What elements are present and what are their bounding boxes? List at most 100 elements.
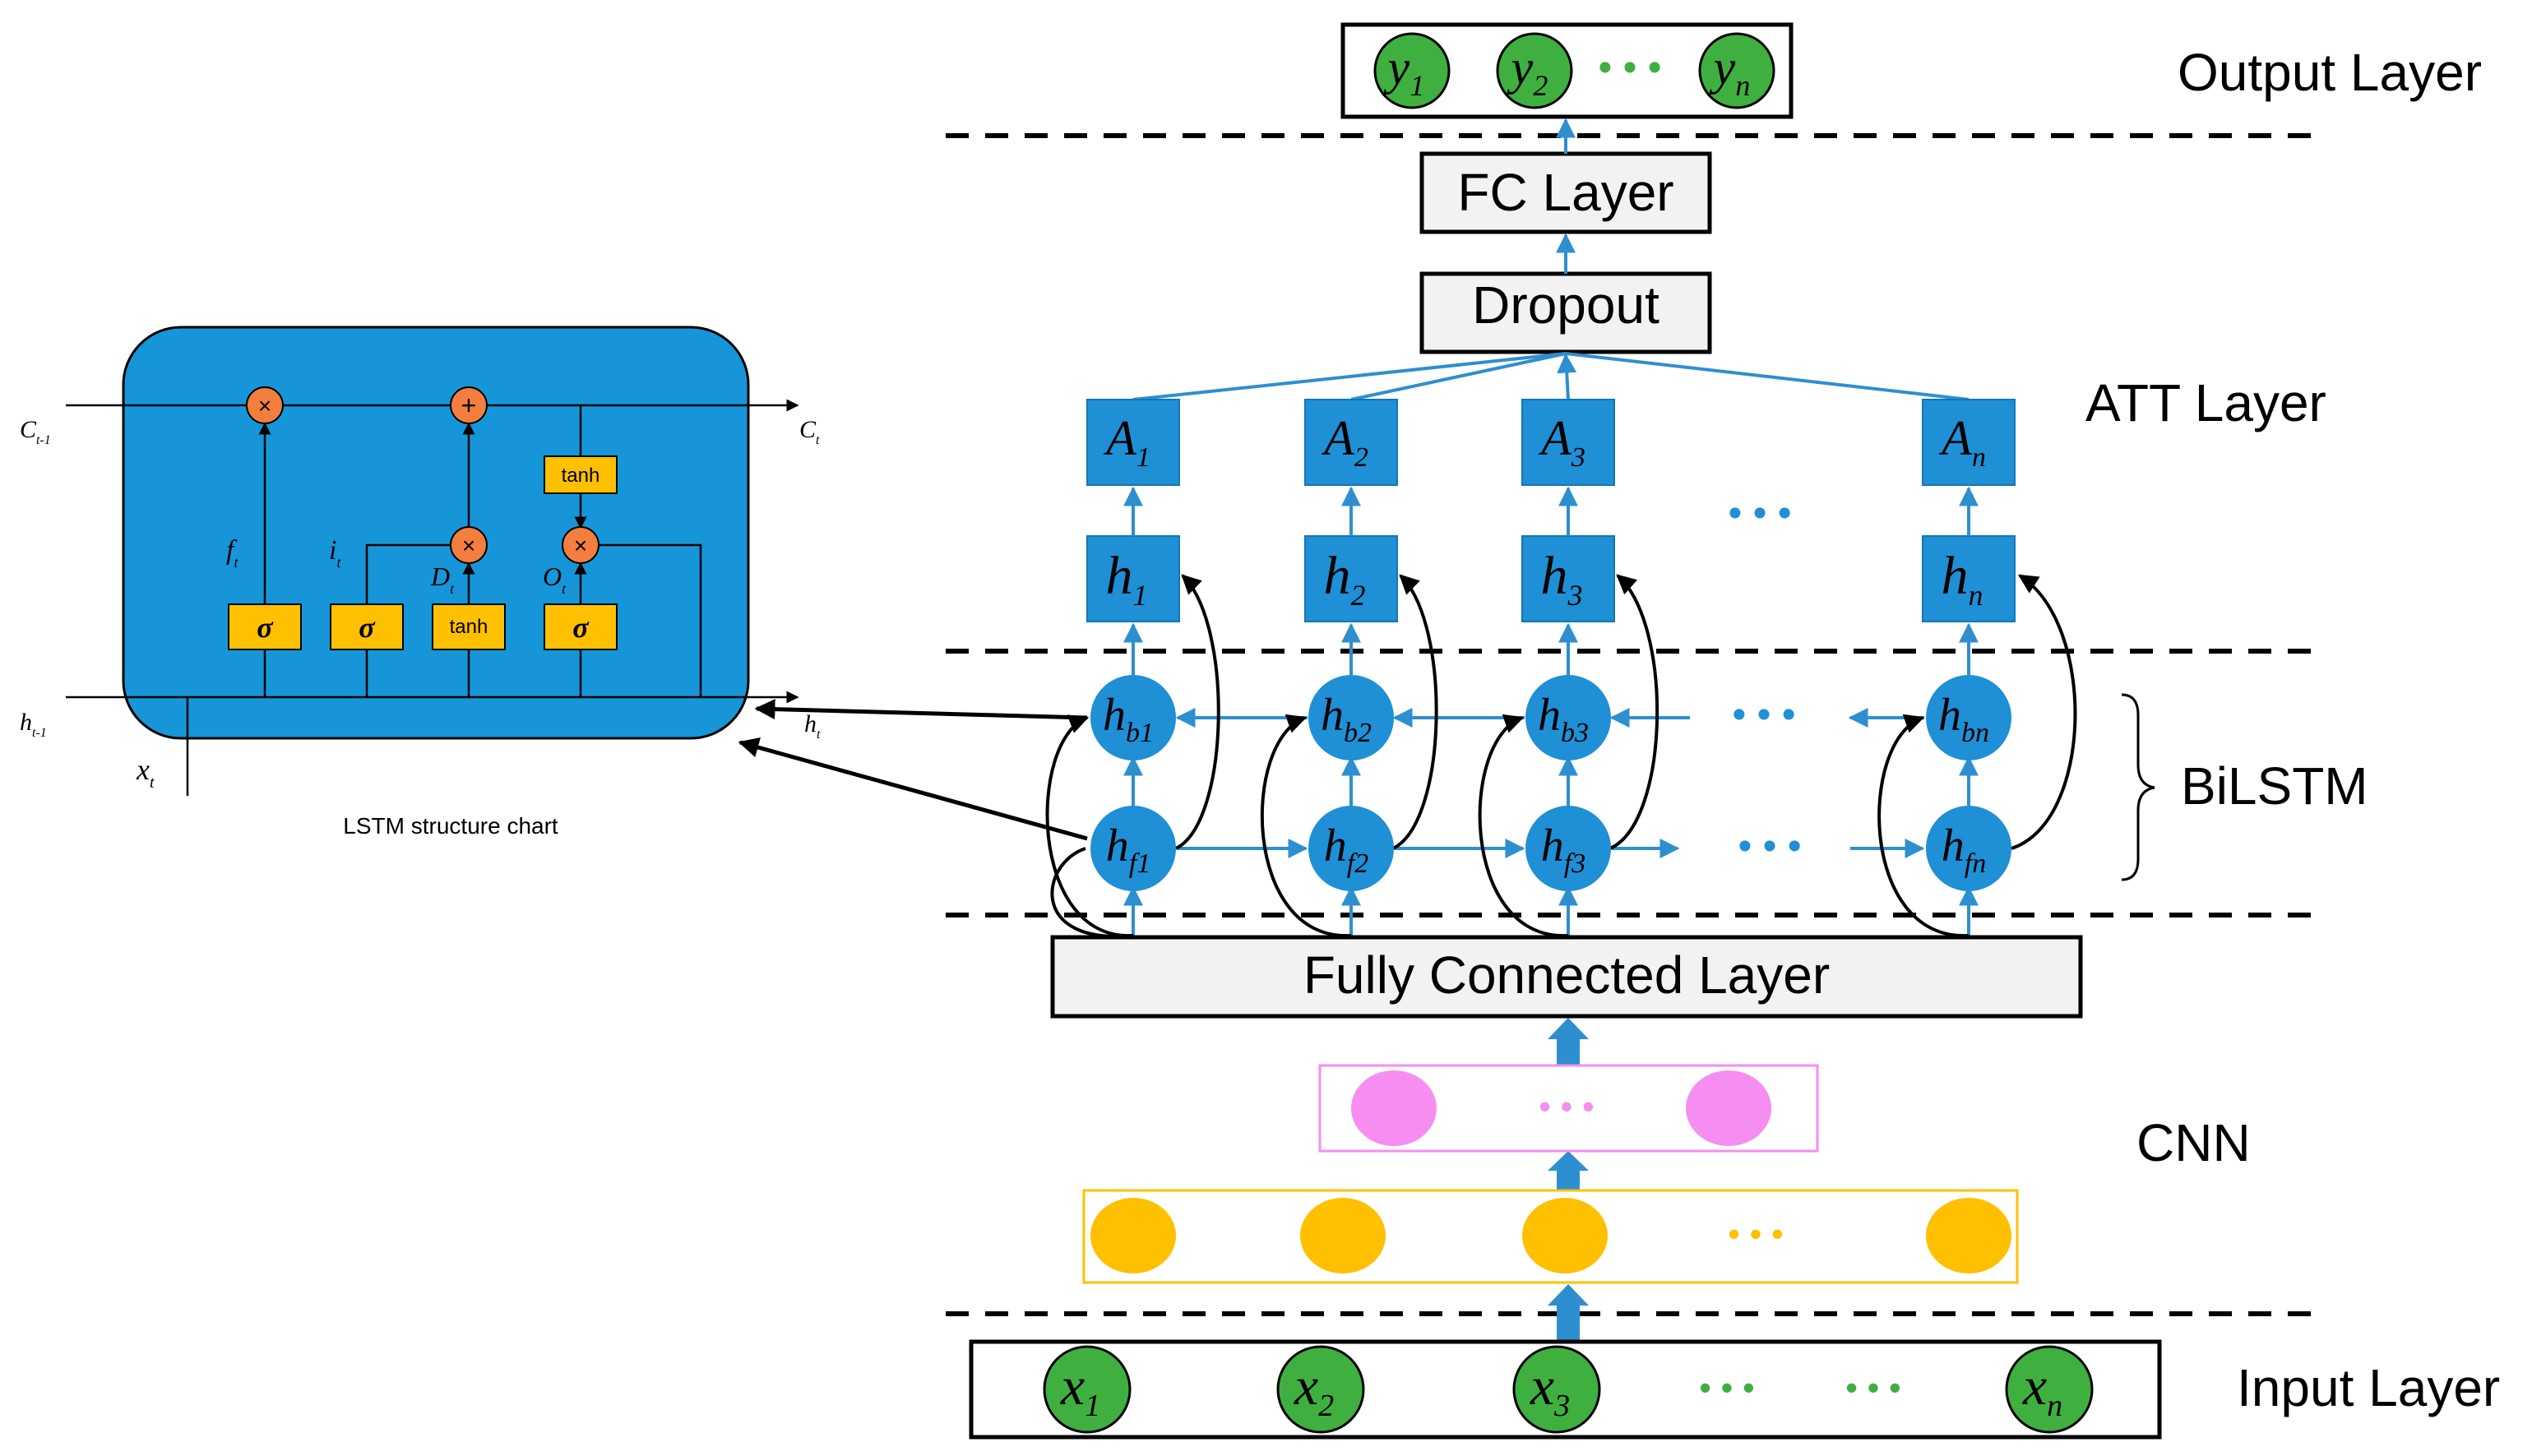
svg-text:σ: σ <box>257 611 274 644</box>
candidate-tanh-box: tanh <box>432 603 506 650</box>
cnn-orange-ellipsis: • • • <box>1728 1214 1783 1253</box>
forward-node-3: hf3 <box>1525 806 1611 891</box>
output-multiply-op: × <box>562 526 599 564</box>
svg-text:σ: σ <box>359 611 376 644</box>
bilstm-brace <box>2121 693 2155 881</box>
svg-text:y1: y1 <box>1383 40 1425 102</box>
input-node-n: xn <box>2005 1345 2094 1434</box>
svg-text:hf1: hf1 <box>1106 820 1150 879</box>
output-node-1: y1 <box>1373 32 1451 109</box>
lstm-label-d: Dt <box>430 562 455 597</box>
svg-text:yn: yn <box>1709 40 1751 102</box>
input-multiply-op: × <box>450 526 488 564</box>
svg-text:×: × <box>258 393 271 418</box>
svg-text:tanh: tanh <box>450 616 488 638</box>
output-node-n: yn <box>1698 32 1775 109</box>
svg-text:xn: xn <box>2022 1357 2062 1423</box>
hidden-node-3: h3 <box>1521 535 1615 622</box>
input-node-3: x3 <box>1512 1345 1601 1434</box>
svg-text:hfn: hfn <box>1942 820 1986 879</box>
svg-text:h1: h1 <box>1106 546 1148 612</box>
vertical-flow-arrows <box>1123 486 1979 936</box>
svg-text:FC Layer: FC Layer <box>1457 163 1673 222</box>
lstm-label-x: xt <box>136 753 155 792</box>
svg-text:hb3: hb3 <box>1538 690 1589 748</box>
svg-text:An: An <box>1938 411 1986 473</box>
backward-node-3: hb3 <box>1525 675 1611 760</box>
att-layer-label: ATT Layer <box>2085 373 2326 432</box>
backward-node-2: hb2 <box>1308 675 1394 760</box>
output-gate: σ <box>544 603 618 650</box>
lstm-label-h-prev: ht-1 <box>20 709 47 740</box>
attention-node-1: A1 <box>1086 399 1180 486</box>
layer-separators <box>946 133 2311 1316</box>
lstm-cell: σ σ tanh σ tanh × + × <box>20 326 821 839</box>
input-ellipsis-1: • • • <box>1699 1368 1754 1407</box>
attention-node-3: A3 <box>1521 399 1615 486</box>
svg-text:A3: A3 <box>1538 411 1585 473</box>
svg-text:hn: hn <box>1942 546 1983 612</box>
svg-text:A1: A1 <box>1103 411 1150 473</box>
svg-text:h3: h3 <box>1541 546 1583 612</box>
svg-text:hf2: hf2 <box>1324 820 1368 879</box>
svg-text:hf3: hf3 <box>1541 820 1585 879</box>
cnn-label: CNN <box>2136 1113 2251 1172</box>
fully-connected-layer-box: Fully Connected Layer <box>1050 935 2083 1019</box>
svg-text:tanh: tanh <box>562 465 600 487</box>
svg-text:h2: h2 <box>1324 546 1366 612</box>
input-node-2: x2 <box>1276 1345 1365 1434</box>
input-layer-label: Input Layer <box>2237 1358 2500 1417</box>
forward-node-2: hf2 <box>1308 806 1394 891</box>
forward-node-n: hfn <box>1926 806 2011 891</box>
input-ellipsis-2: • • • <box>1845 1368 1900 1407</box>
svg-text:Fully Connected Layer: Fully Connected Layer <box>1303 945 1830 1005</box>
bilstm-backward-ellipsis: • • • <box>1732 693 1795 737</box>
svg-text:hb2: hb2 <box>1321 690 1372 748</box>
attention-node-n: An <box>1922 399 2016 486</box>
svg-text:+: + <box>461 391 477 420</box>
hidden-nodes: h1 h2 h3 hn <box>1086 535 2016 622</box>
forward-node-1: hf1 <box>1090 806 1176 891</box>
svg-text:A2: A2 <box>1321 411 1368 473</box>
hidden-node-n: hn <box>1922 535 2016 622</box>
lstm-caption: LSTM structure chart <box>343 813 558 839</box>
bilstm-label: BiLSTM <box>2181 756 2368 816</box>
backward-node-n: hbn <box>1926 675 2011 760</box>
lstm-label-o: Ot <box>543 562 567 597</box>
svg-text:x3: x3 <box>1530 1357 1570 1423</box>
output-ellipsis: • • • <box>1598 46 1661 90</box>
input-nodes: x1 x2 x3 • • • • • • xn <box>1043 1345 2094 1434</box>
output-node-2: y2 <box>1496 32 1573 109</box>
svg-text:hb1: hb1 <box>1103 690 1154 748</box>
fc-layer-box: FC Layer <box>1419 151 1712 234</box>
backward-nodes: hb1 hb2 hb3 hbn <box>1090 675 2011 760</box>
attention-nodes: A1 A2 A3 • • • An <box>1086 399 2016 535</box>
lstm-label-i: it <box>329 535 341 571</box>
lstm-label-c-prev: Ct-1 <box>20 416 51 447</box>
lstm-label-h-next: ht <box>804 710 821 742</box>
cnn-pink-box: • • • <box>1318 1064 1819 1153</box>
svg-text:×: × <box>462 533 475 558</box>
cell-add-op: + <box>450 386 488 424</box>
hidden-node-2: h2 <box>1304 535 1398 622</box>
svg-text:x2: x2 <box>1294 1357 1334 1423</box>
thick-up-arrows <box>1548 1018 1589 1342</box>
lstm-detail-arrows <box>738 699 1088 841</box>
lstm-label-c-next: Ct <box>799 416 820 447</box>
svg-text:x1: x1 <box>1060 1357 1100 1423</box>
attention-node-2: A2 <box>1304 399 1398 486</box>
svg-text:hbn: hbn <box>1938 690 1989 748</box>
bilstm-skip-curves <box>1045 574 2077 938</box>
output-layer-label: Output Layer <box>2178 43 2482 102</box>
cnn-orange-box: • • • <box>1082 1189 2019 1284</box>
forget-multiply-op: × <box>246 386 284 424</box>
attention-to-dropout-lines <box>1132 352 1970 401</box>
svg-text:Dropout: Dropout <box>1472 275 1659 335</box>
attention-ellipsis: • • • <box>1728 492 1791 535</box>
forward-nodes: hf1 hf2 hf3 hfn <box>1090 806 2011 891</box>
bilstm-forward-ellipsis: • • • <box>1738 825 1801 868</box>
input-node-1: x1 <box>1043 1345 1132 1434</box>
svg-text:y2: y2 <box>1507 40 1548 102</box>
output-nodes: y1 y2 • • • yn <box>1373 32 1775 109</box>
